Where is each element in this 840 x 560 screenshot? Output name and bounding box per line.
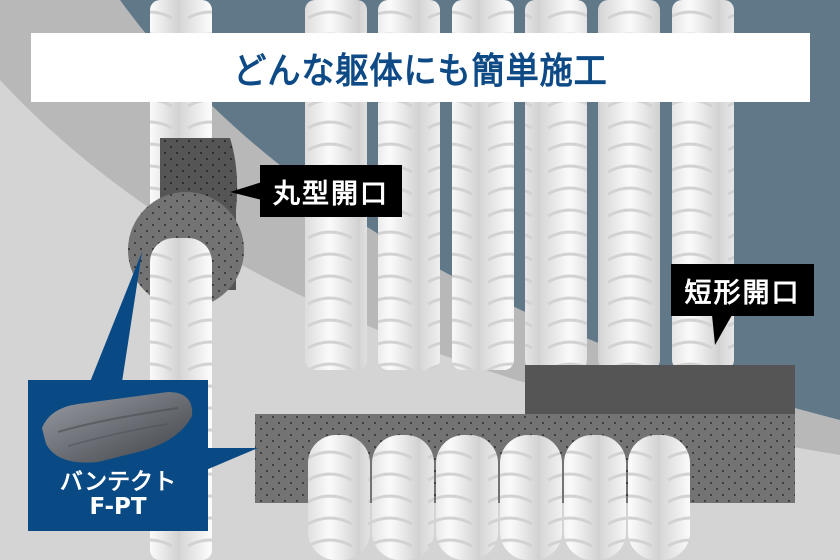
product-pointer-side [206,448,258,470]
page-title: どんな躯体にも簡単施工 [233,50,608,92]
pipes-foreground [308,435,690,560]
product-name-line2: F-PT [89,494,147,520]
title-banner: どんな躯体にも簡単施工 [31,33,810,102]
putty-block-icon [42,392,193,463]
round-opening-label: 丸型開口 [260,165,402,217]
round-label-pointer [230,182,262,200]
product-pointer-top [90,252,142,382]
product-callout [28,380,208,531]
rect-opening-top-slab [525,365,795,415]
round-opening-sleeve [128,138,244,378]
rect-opening-label: 短形開口 [671,264,814,316]
product-name-line1: バンテクト [59,469,177,495]
rect-label-pointer [712,315,732,345]
